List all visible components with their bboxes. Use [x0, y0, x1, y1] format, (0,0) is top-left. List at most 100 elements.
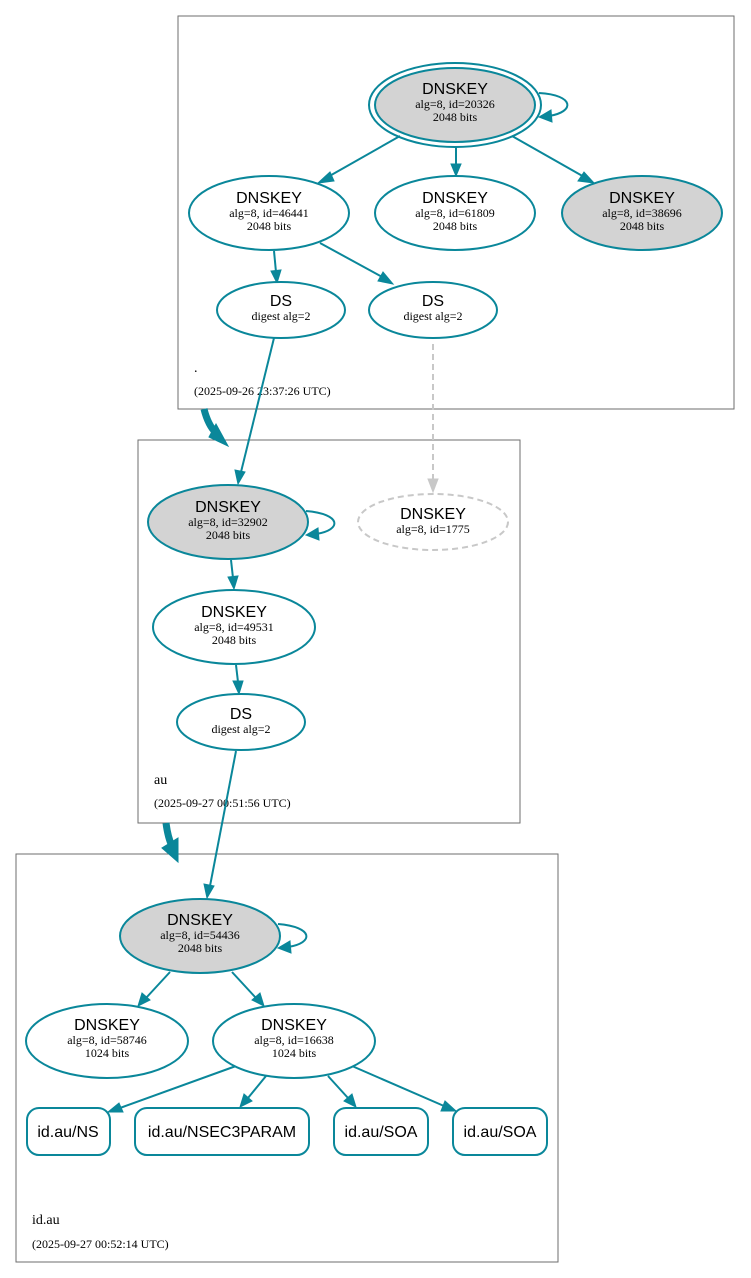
node-key-id: alg=8, id=58746 [67, 1033, 147, 1047]
node-key-id: alg=8, id=32902 [188, 515, 268, 529]
rrset-label: id.au/SOA [464, 1124, 537, 1141]
node-title: DNSKEY [195, 499, 261, 516]
arrowhead [232, 680, 244, 696]
node-key-id: alg=8, id=46441 [229, 206, 309, 220]
node-root-zsk-61809[interactable]: DNSKEY alg=8, id=61809 2048 bits [374, 175, 536, 251]
edge-idau-ksk-zsk [231, 971, 257, 999]
node-key-id: alg=8, id=16638 [254, 1033, 334, 1047]
node-idau-ksk[interactable]: DNSKEY alg=8, id=54436 2048 bits [119, 898, 281, 974]
delegation-arrowhead-root-au [208, 422, 230, 448]
zone-au-name: au [154, 773, 167, 788]
node-key-size: 1024 bits [85, 1046, 130, 1060]
node-key-size: 2048 bits [433, 219, 478, 233]
node-root-ds-1[interactable]: DS digest alg=2 [216, 281, 346, 339]
zone-au-timestamp: (2025-09-27 00:51:56 UTC) [154, 796, 291, 810]
node-key-size: 2048 bits [620, 219, 665, 233]
rrset-soa-1[interactable]: id.au/SOA [333, 1107, 429, 1156]
edge-zsk-soa1 [327, 1075, 349, 1099]
node-digest: digest alg=2 [403, 309, 462, 323]
zone-idau-name: id.au [32, 1213, 60, 1228]
arrowhead [239, 1093, 253, 1108]
arrowhead [377, 271, 395, 285]
node-title: DS [270, 293, 292, 310]
node-digest: digest alg=2 [211, 722, 270, 736]
node-key-id: alg=8, id=49531 [194, 620, 274, 634]
edge-au-ds-idau-ksk [209, 750, 237, 887]
rrset-label: id.au/SOA [345, 1124, 418, 1141]
edge-zsk-soa2 [351, 1065, 445, 1107]
edge-ksk-zsk1 [325, 135, 401, 179]
rrset-ns[interactable]: id.au/NS [26, 1107, 111, 1156]
rrset-label: id.au/NS [37, 1124, 98, 1141]
edge-zsk1-ds2 [319, 242, 385, 279]
edge-idau-ksk-self [277, 923, 308, 948]
node-au-zsk[interactable]: DNSKEY alg=8, id=49531 2048 bits [152, 589, 316, 665]
arrowhead-faint [427, 478, 439, 494]
node-title: DNSKEY [422, 81, 488, 98]
rrset-nsec3param[interactable]: id.au/NSEC3PARAM [134, 1107, 310, 1156]
zone-root-timestamp: (2025-09-26 23:37:26 UTC) [194, 384, 331, 398]
arrowhead [106, 1102, 124, 1113]
zone-idau-timestamp: (2025-09-27 00:52:14 UTC) [32, 1237, 169, 1251]
arrowhead [234, 469, 246, 486]
node-key-size: 1024 bits [272, 1046, 317, 1060]
edge-ksk-k3 [511, 135, 587, 179]
node-key-size: 2048 bits [433, 110, 478, 124]
node-title: DNSKEY [74, 1017, 140, 1034]
node-title: DNSKEY [201, 604, 267, 621]
node-key-size: 2048 bits [247, 219, 292, 233]
rrset-label: id.au/NSEC3PARAM [148, 1124, 296, 1141]
node-au-ds[interactable]: DS digest alg=2 [176, 693, 306, 751]
arrowhead [537, 109, 553, 123]
edge-au-ksk-zsk [230, 559, 234, 579]
node-title: DNSKEY [261, 1017, 327, 1034]
node-key-id: alg=8, id=38696 [602, 206, 682, 220]
node-idau-zsk[interactable]: DNSKEY alg=8, id=16638 1024 bits [212, 1003, 376, 1079]
node-key-id: alg=8, id=61809 [415, 206, 495, 220]
arrowhead [227, 575, 239, 591]
node-root-key-38696[interactable]: DNSKEY alg=8, id=38696 2048 bits [561, 175, 723, 251]
arrowhead [316, 171, 335, 184]
node-au-ksk[interactable]: DNSKEY alg=8, id=32902 2048 bits [147, 484, 309, 560]
node-key-id: alg=8, id=54436 [160, 928, 240, 942]
zone-root-name: . [194, 361, 198, 376]
edge-ds1-au-ksk [240, 337, 275, 473]
node-digest: digest alg=2 [251, 309, 310, 323]
node-title: DNSKEY [422, 190, 488, 207]
node-title: DNSKEY [236, 190, 302, 207]
node-title: DNSKEY [400, 506, 466, 523]
node-key-size: 2048 bits [206, 528, 251, 542]
node-title: DNSKEY [167, 912, 233, 929]
edge-zsk1-ds1 [273, 250, 277, 273]
node-root-zsk-46441[interactable]: DNSKEY alg=8, id=46441 2048 bits [188, 175, 350, 251]
arrowhead [251, 992, 265, 1007]
edge-zsk-ns [119, 1065, 237, 1109]
edge-au-ksk-self [305, 510, 336, 535]
arrowhead [137, 992, 151, 1007]
node-title: DS [230, 706, 252, 723]
arrowhead [450, 163, 462, 178]
rrset-soa-2[interactable]: id.au/SOA [452, 1107, 548, 1156]
node-root-ksk[interactable]: DNSKEY alg=8, id=20326 2048 bits [368, 62, 542, 148]
node-key-size: 2048 bits [212, 633, 257, 647]
arrowhead [440, 1100, 458, 1112]
arrowhead [577, 171, 596, 184]
edge-au-zsk-ds [235, 664, 239, 683]
arrowhead [343, 1093, 357, 1108]
node-root-ds-2[interactable]: DS digest alg=2 [368, 281, 498, 339]
node-idau-key-58746[interactable]: DNSKEY alg=8, id=58746 1024 bits [25, 1003, 189, 1079]
edge-zsk-nsec3param [247, 1075, 267, 1099]
node-title: DS [422, 293, 444, 310]
arrowhead [304, 527, 320, 541]
node-key-size: 2048 bits [178, 941, 223, 955]
delegation-arrowhead-au-idau [161, 837, 179, 864]
node-title: DNSKEY [609, 190, 675, 207]
edge-idau-ksk-k2 [145, 971, 171, 999]
arrowhead [270, 269, 282, 285]
node-key-id: alg=8, id=20326 [415, 97, 495, 111]
edge-ksk-self [538, 92, 569, 117]
node-au-missing-key[interactable]: DNSKEY alg=8, id=1775 [357, 493, 509, 551]
arrowhead [276, 940, 292, 954]
node-key-id: alg=8, id=1775 [396, 522, 470, 536]
arrowhead [203, 883, 215, 900]
